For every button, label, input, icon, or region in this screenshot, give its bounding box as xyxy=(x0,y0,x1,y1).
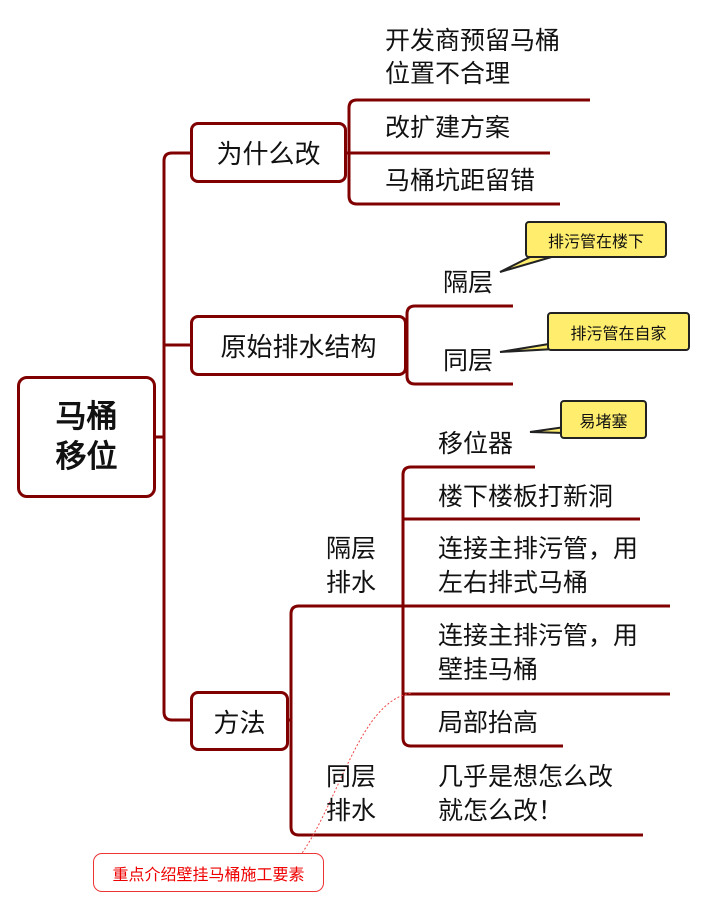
node-why-reason-1[interactable]: 开发商预留马桶位置不合理 xyxy=(385,24,560,90)
node-new-hole[interactable]: 楼下楼板打新洞 xyxy=(438,482,614,511)
node-why-reason-3[interactable]: 马桶坑距留错 xyxy=(385,166,536,195)
line: 就怎么改！ xyxy=(438,796,564,825)
node-structure[interactable]: 原始排水结构 xyxy=(190,315,407,376)
node-method[interactable]: 方法 xyxy=(190,691,289,751)
node-structure-separate[interactable]: 隔层 xyxy=(443,268,494,297)
line: 隔层 xyxy=(326,534,377,563)
line: 开发商预留马桶 xyxy=(385,26,561,55)
node-same-anything[interactable]: 几乎是想怎么改就怎么改！ xyxy=(438,760,613,828)
callout-clog: 易堵塞 xyxy=(560,400,647,439)
callout-pointer xyxy=(499,342,556,353)
callout-pointer xyxy=(529,426,566,434)
node-why-reason-2[interactable]: 改扩建方案 xyxy=(385,113,511,142)
line: 壁挂马桶 xyxy=(438,655,539,684)
node-label: 方法 xyxy=(213,708,266,739)
separate-branch xyxy=(401,465,670,748)
node-structure-same[interactable]: 同层 xyxy=(443,346,494,375)
trunk-line xyxy=(162,151,190,722)
node-separate-drain[interactable]: 隔层排水 xyxy=(326,532,376,600)
callout-own-home: 排污管在自家 xyxy=(547,312,690,351)
node-shifter[interactable]: 移位器 xyxy=(438,429,514,458)
line: 排水 xyxy=(326,796,377,825)
line: 同层 xyxy=(326,762,377,791)
node-side-outlet-toilet[interactable]: 连接主排污管，用左右排式马桶 xyxy=(438,532,638,600)
node-raise-floor[interactable]: 局部抬高 xyxy=(438,708,539,737)
line: 左右排式马桶 xyxy=(438,568,589,597)
note-wall-hung-focus[interactable]: 重点介绍壁挂马桶施工要素 xyxy=(93,853,324,892)
node-same-drain[interactable]: 同层排水 xyxy=(326,760,376,828)
root-label: 移位 xyxy=(55,439,118,475)
node-label: 原始排水结构 xyxy=(220,333,377,363)
line: 连接主排污管，用 xyxy=(438,621,639,650)
callout-downstairs: 排污管在楼下 xyxy=(525,221,667,258)
note-connector xyxy=(299,692,413,857)
line: 排水 xyxy=(326,568,377,597)
line: 位置不合理 xyxy=(385,59,511,88)
root-label: 马桶 xyxy=(55,399,118,435)
node-wall-hung-toilet[interactable]: 连接主排污管，用壁挂马桶 xyxy=(438,619,638,687)
root-node[interactable]: 马桶 移位 xyxy=(17,376,156,498)
node-label: 为什么改 xyxy=(216,140,321,170)
line: 连接主排污管，用 xyxy=(438,534,639,563)
line: 几乎是想怎么改 xyxy=(438,762,614,791)
node-why[interactable]: 为什么改 xyxy=(190,122,347,183)
